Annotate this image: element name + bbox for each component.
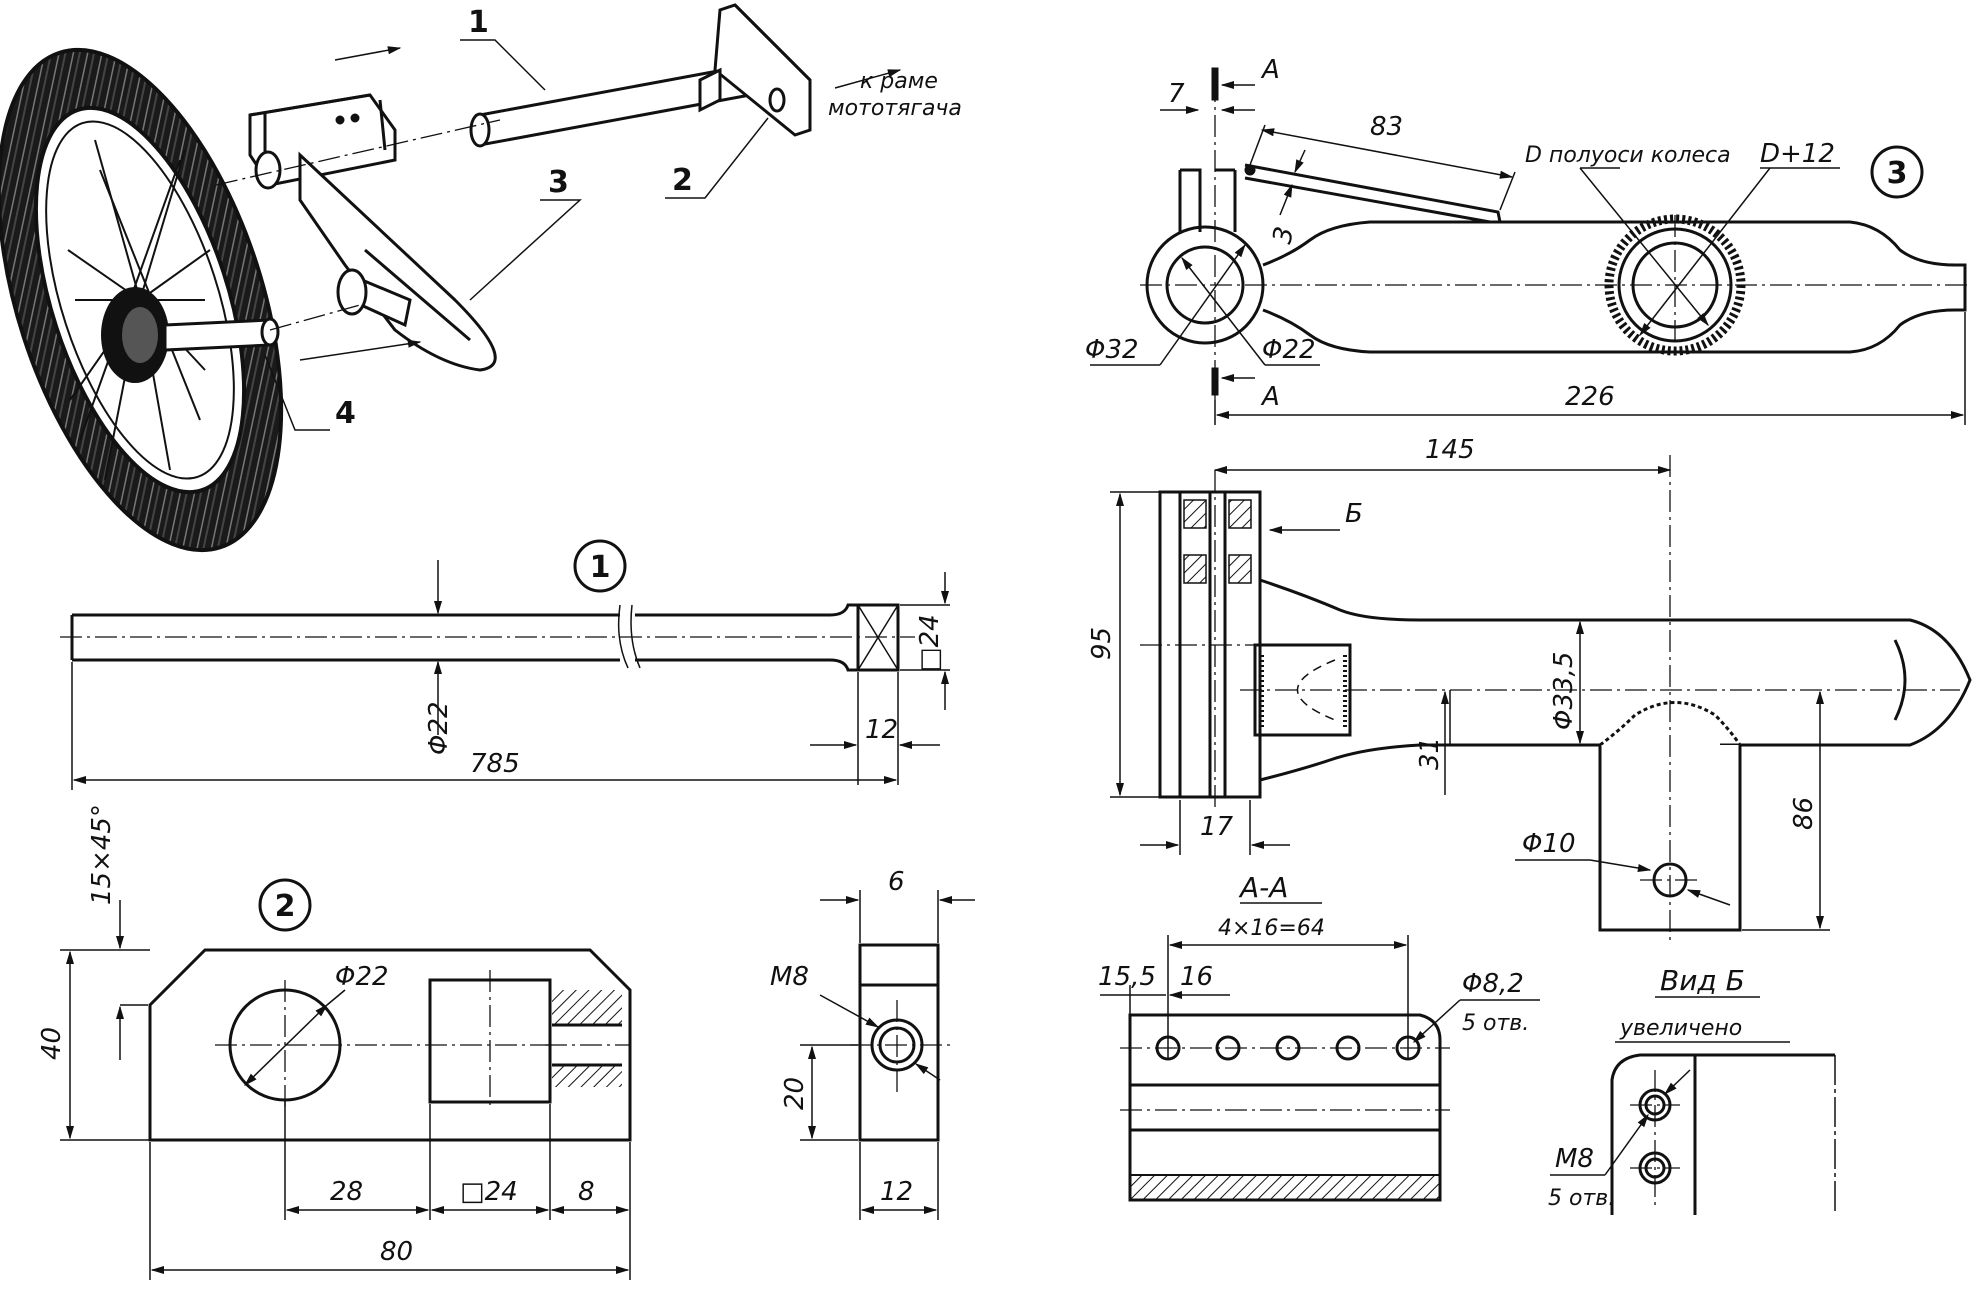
part3-dia22-label: Φ22 (1262, 335, 1316, 365)
part1-dia-label: Φ22 (424, 701, 454, 755)
part2-side-width-label: 6 (888, 867, 905, 897)
part3-dim-3-label: 3 (1268, 224, 1301, 246)
part2-side-height-label: 20 (780, 1077, 810, 1110)
part3-view-mark: Б (1345, 499, 1363, 529)
section-aa-title: А-А (1238, 871, 1288, 904)
part2-dim-square-label: □24 (460, 1177, 518, 1207)
part3-front-view: 145 Б 95 17 Φ33,5 31 86 Φ10 (1087, 435, 1972, 945)
part2-dim-28-label: 28 (330, 1177, 363, 1207)
callout-3: 3 (469, 165, 582, 301)
part3-section-mark-top: A (1260, 55, 1280, 85)
part3-dim-145-label: 145 (1425, 435, 1475, 465)
svg-text:4: 4 (335, 396, 356, 431)
part2-height-label: 40 (37, 1027, 67, 1060)
part3-length-226-label: 226 (1565, 382, 1615, 412)
view-b-thread: M8 (1555, 1144, 1594, 1174)
svg-text:2: 2 (672, 163, 693, 198)
part1-length-label: 785 (470, 749, 520, 779)
part3-dim-86-label: 86 (1789, 797, 1819, 830)
part2-hole-dia-label: Φ22 (335, 962, 389, 992)
wheel (0, 47, 284, 553)
part3-section-mark-bottom: A (1260, 382, 1280, 412)
to-frame-label-line2: мототягача (828, 96, 962, 121)
svg-text:1: 1 (468, 5, 489, 40)
part1-number-circle (573, 539, 627, 593)
part3-dim-95-label: 95 (1087, 627, 1117, 660)
part2-bracket-drawing: 2 Φ22 40 15×45° 28 □24 8 (37, 804, 632, 1280)
part2-side-view: M8 6 20 12 (770, 867, 975, 1220)
part3-number-circle (1870, 145, 1924, 199)
fork-iso (248, 93, 497, 372)
part3-number: 3 (1887, 156, 1908, 191)
section-aa-holes-count: 5 отв. (1462, 1011, 1529, 1036)
part2-dim-8-label: 8 (578, 1177, 595, 1207)
bracket-iso (698, 3, 812, 137)
view-b: Вид Б увеличено M8 5 отв. (1548, 964, 1836, 1215)
section-aa-dim-16: 16 (1180, 962, 1213, 992)
part3-dim-83-label: 83 (1370, 112, 1403, 142)
section-aa-dim-155: 15,5 (1098, 962, 1156, 992)
assembly-view: 1 2 3 4 к раме мототягача (0, 3, 962, 553)
part3-dia32-label: Φ32 (1085, 335, 1139, 365)
section-aa-holes-dia: Φ8,2 (1462, 969, 1524, 999)
part3-dia335-label: Φ33,5 (1549, 652, 1579, 730)
view-b-holes-count: 5 отв. (1548, 1186, 1615, 1211)
view-b-title: Вид Б (1660, 964, 1745, 997)
part2-number: 2 (275, 889, 296, 924)
part2-chamfer-label: 15×45° (87, 804, 117, 905)
part3-dim-31-label: 31 (1415, 737, 1445, 770)
callout-1: 1 (460, 5, 546, 91)
part2-number-circle (258, 878, 312, 932)
callout-2: 2 (665, 117, 769, 199)
to-frame-label-line1: к раме (860, 69, 938, 94)
part1-rod-drawing: 1 Φ22 □24 12 785 (60, 539, 950, 790)
part2-length-label: 80 (380, 1237, 413, 1267)
svg-text:3: 3 (548, 165, 569, 200)
part1-square-label: □24 (915, 614, 945, 672)
part3-axle-d12-label: D+12 (1760, 139, 1835, 169)
section-aa-spacing: 4×16=64 (1218, 916, 1325, 941)
part2-thread-label: M8 (770, 962, 809, 992)
part3-top-view: 3 A A 7 83 3 (1085, 55, 1970, 425)
part3-dim-17-label: 17 (1200, 812, 1234, 842)
callout-4: 4 (264, 354, 356, 431)
part1-end-length-label: 12 (865, 715, 898, 745)
part3-dia10-label: Φ10 (1522, 829, 1576, 859)
section-aa: А-А 4×16=64 15,5 16 Φ8,2 5 отв. (1098, 871, 1540, 1202)
part3-dim-7-label: 7 (1168, 79, 1185, 109)
part3-axle-d-label: D полуоси колеса (1525, 143, 1731, 168)
part1-number: 1 (590, 550, 611, 585)
view-b-subtitle: увеличено (1619, 1016, 1742, 1041)
part2-side-base-label: 12 (880, 1177, 913, 1207)
